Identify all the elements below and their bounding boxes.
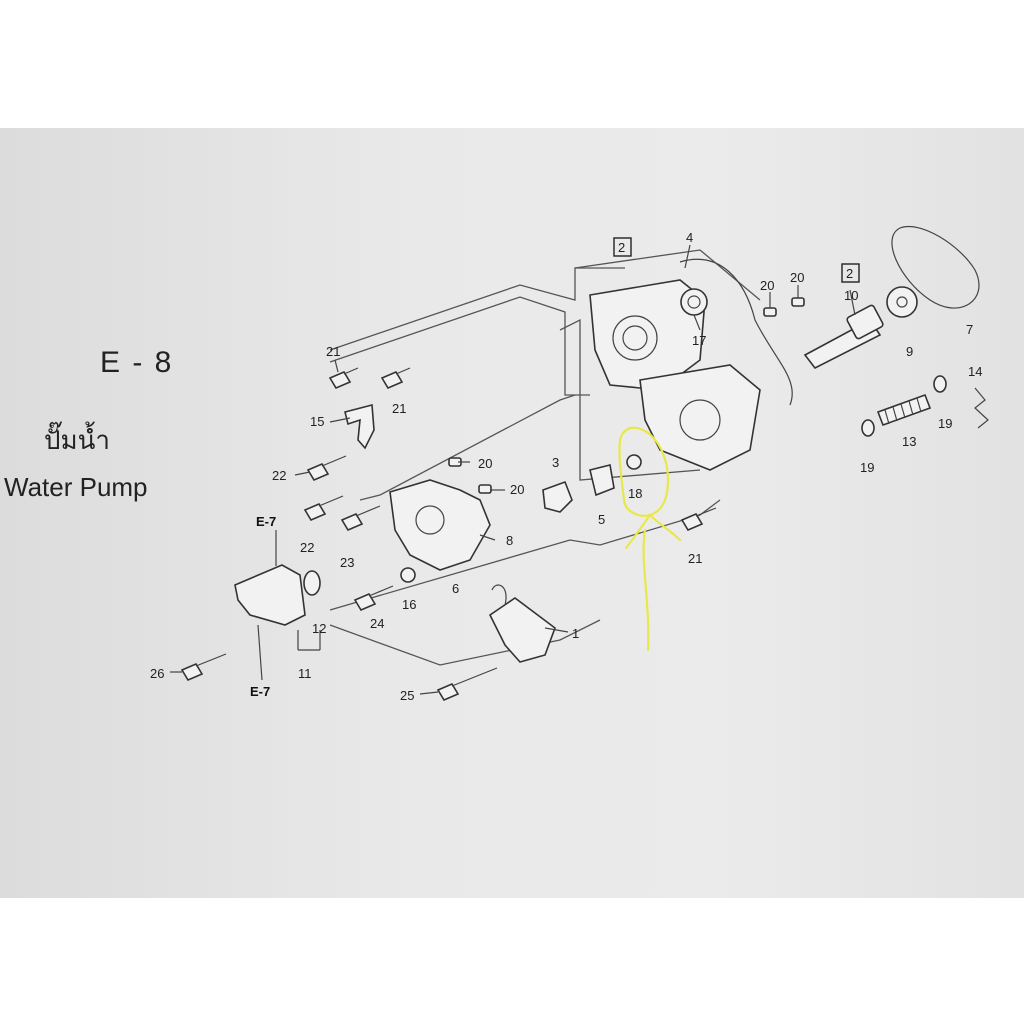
callout: 19: [938, 416, 952, 431]
callout: 21: [392, 401, 406, 416]
boxed-callout: 2: [618, 240, 625, 255]
callout: 6: [452, 581, 459, 596]
bottom-white-band: [0, 898, 1024, 1024]
reference-label: E-7: [256, 514, 276, 529]
callout: 21: [688, 551, 702, 566]
callout: 5: [598, 512, 605, 527]
callout: 26: [150, 666, 164, 681]
callout: 4: [686, 230, 693, 245]
bolts: [180, 367, 717, 702]
callout-highlighted: 18: [628, 486, 642, 501]
washer: [933, 375, 947, 393]
callout: 21: [326, 344, 340, 359]
thermostat-housing: [389, 479, 491, 583]
boxed-callout: 2: [846, 266, 853, 281]
callout: 24: [370, 616, 384, 631]
sensor-wire: [491, 584, 507, 606]
clip: [974, 387, 989, 429]
callout: 20: [510, 482, 524, 497]
callout: 15: [310, 414, 324, 429]
diagram-photo: [0, 128, 1024, 898]
gasket-outline: [679, 258, 793, 406]
callout: 14: [968, 364, 982, 379]
sensor: [589, 464, 615, 497]
title-english: Water Pump: [4, 472, 148, 502]
washer: [861, 419, 875, 437]
callout: 23: [340, 555, 354, 570]
callout: 20: [478, 456, 492, 471]
callout: 17: [692, 333, 706, 348]
sprocket: [886, 286, 918, 318]
callout: 3: [552, 455, 559, 470]
callout: 10: [844, 288, 858, 303]
callout: 1: [572, 626, 579, 641]
leader-lines: [170, 244, 856, 695]
highlight-annotation: [618, 426, 682, 652]
callout: 22: [272, 468, 286, 483]
bracket: [344, 403, 375, 450]
washer-18: [626, 454, 642, 470]
callout: 13: [902, 434, 916, 449]
callout: 9: [906, 344, 913, 359]
section-code: E - 8: [100, 346, 174, 379]
callout: 19: [860, 460, 874, 475]
callout: 12: [312, 621, 326, 636]
callout: 8: [506, 533, 513, 548]
pump-shaft: [803, 304, 884, 370]
title-thai: ปั๊มน้ำ: [44, 426, 111, 456]
callout: 25: [400, 688, 414, 703]
dowel-pin: [478, 484, 492, 494]
callout: 16: [402, 597, 416, 612]
sensor-bracket: [488, 597, 556, 663]
spring: [876, 393, 932, 427]
dowel-pin: [791, 297, 805, 307]
water-outlet: [234, 564, 321, 626]
dowel-pin: [763, 307, 777, 317]
pump-housing-upper: [589, 279, 761, 471]
callout: 20: [790, 270, 804, 285]
reference-label: E-7: [250, 684, 270, 699]
boxed-callouts: [613, 237, 860, 283]
sensor: [542, 480, 573, 513]
drive-chain: [891, 225, 980, 309]
callout: 11: [298, 666, 312, 681]
callout: 22: [300, 540, 314, 555]
callout: 20: [760, 278, 774, 293]
callout: 7: [966, 322, 973, 337]
top-white-band: [0, 0, 1024, 128]
